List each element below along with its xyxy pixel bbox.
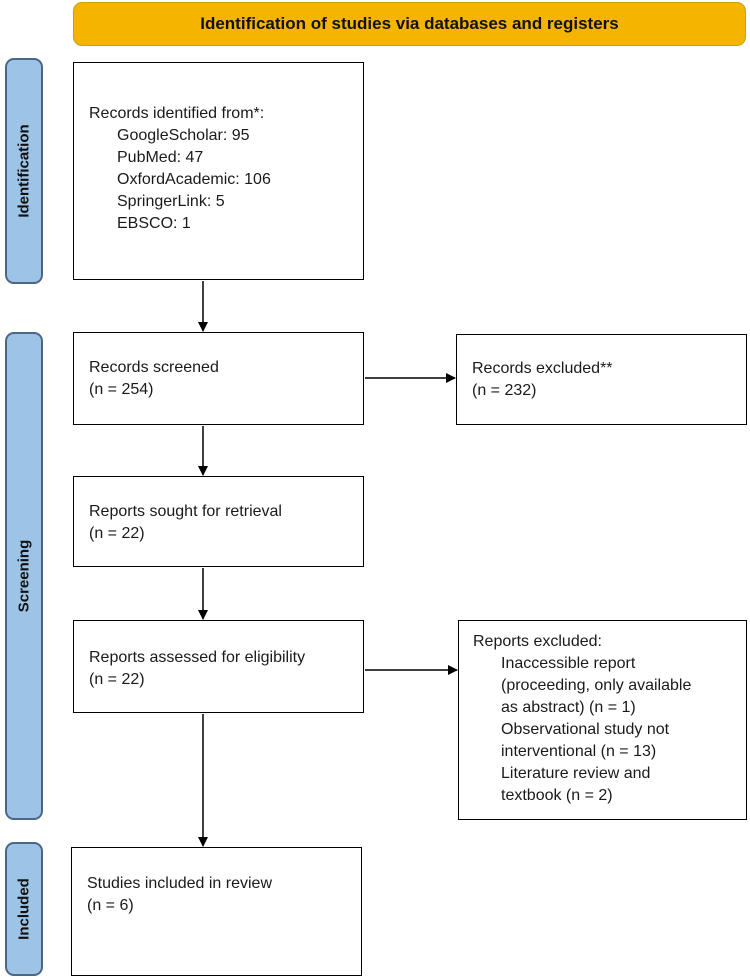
reports-excluded-box: Reports excluded: Inaccessible report (p… — [458, 620, 747, 820]
reports-assessed-title: Reports assessed for eligibility — [89, 649, 306, 666]
reports-excluded-line: Inaccessible report — [501, 655, 636, 672]
reports-assessed-count: (n = 22) — [89, 671, 145, 688]
reports-excluded-line: Observational study not — [501, 721, 670, 738]
source-pubmed: PubMed: 47 — [117, 149, 204, 166]
reports-excluded-line: Literature review and — [501, 765, 651, 782]
reports-excluded-line: interventional (n = 13) — [501, 743, 657, 760]
reports-excluded-line: as abstract) (n = 1) — [501, 699, 636, 716]
source-springerlink: SpringerLink: 5 — [117, 193, 225, 210]
stage-included: Included — [5, 842, 43, 976]
records-excluded-count: (n = 232) — [472, 382, 537, 399]
studies-included-title: Studies included in review — [87, 875, 272, 892]
reports-assessed-box: Reports assessed for eligibility (n = 22… — [73, 620, 364, 713]
records-screened-count: (n = 254) — [89, 381, 154, 398]
records-identified-box: Records identified from*: GoogleScholar:… — [73, 62, 364, 280]
source-googlescholar: GoogleScholar: 95 — [117, 127, 250, 144]
source-ebsco: EBSCO: 1 — [117, 215, 191, 232]
records-excluded-title: Records excluded** — [472, 360, 613, 377]
stage-identification: Identification — [5, 58, 43, 284]
header-title: Identification of studies via databases … — [200, 14, 619, 33]
reports-sought-count: (n = 22) — [89, 525, 145, 542]
records-excluded-box: Records excluded** (n = 232) — [456, 334, 747, 425]
studies-included-box: Studies included in review (n = 6) — [71, 847, 362, 976]
source-oxfordacademic: OxfordAcademic: 106 — [117, 171, 271, 188]
records-identified-title: Records identified from*: — [89, 105, 265, 122]
header-banner: Identification of studies via databases … — [73, 2, 746, 46]
reports-excluded-line: (proceeding, only available — [501, 677, 692, 694]
studies-included-count: (n = 6) — [87, 897, 134, 914]
reports-sought-title: Reports sought for retrieval — [89, 503, 282, 520]
records-screened-title: Records screened — [89, 359, 219, 376]
reports-excluded-line: textbook (n = 2) — [501, 787, 613, 804]
reports-sought-box: Reports sought for retrieval (n = 22) — [73, 476, 364, 567]
records-screened-box: Records screened (n = 254) — [73, 332, 364, 425]
stage-screening: Screening — [5, 332, 43, 820]
reports-excluded-title: Reports excluded: — [473, 633, 602, 650]
